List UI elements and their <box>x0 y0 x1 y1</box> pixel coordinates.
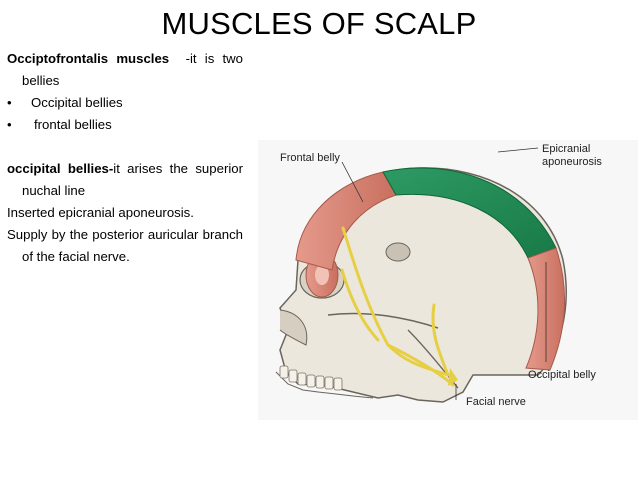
label-epicranial-1: Epicranial <box>542 143 590 155</box>
inserted-paragraph: Inserted epicranial aponeurosis. <box>7 205 194 220</box>
occipital-paragraph: occipital bellies-it arises the superior… <box>7 158 243 202</box>
ear-opening <box>385 242 411 262</box>
nasal-cavity <box>279 309 308 346</box>
skull-diagram: Frontal belly Epicranial aponeurosis Occ… <box>275 143 602 408</box>
bullet-text: frontal bellies <box>34 117 112 132</box>
intro-rest: -it is two bellies <box>22 51 244 88</box>
intro-paragraph: Occiptofrontalis muscles -it is two bell… <box>7 48 243 92</box>
zygomatic-arch <box>327 312 439 329</box>
mandible <box>407 329 459 389</box>
bullet-item: • Occipital bellies <box>7 92 243 114</box>
label-facial-nerve: Facial nerve <box>466 396 526 408</box>
teeth-row <box>275 371 374 399</box>
slide-title: MUSCLES OF SCALP <box>161 6 477 41</box>
occipital-bold: occipital bellies- <box>7 161 114 176</box>
intro-bold: Occiptofrontalis muscles <box>7 51 170 66</box>
leader-line-epicranial <box>497 147 539 153</box>
scalp-muscle-illustration: Frontal belly Epicranial aponeurosis Occ… <box>258 140 638 420</box>
label-frontal-belly: Frontal belly <box>280 152 340 164</box>
teeth-icon <box>279 365 343 391</box>
facial-nerve-path <box>340 226 455 387</box>
bullet-marker: • <box>7 95 12 110</box>
bullet-marker: • <box>7 117 12 132</box>
label-epicranial-2: aponeurosis <box>542 156 602 168</box>
label-occipital-belly: Occipital belly <box>528 369 596 381</box>
slide-body: Occiptofrontalis muscles -it is two bell… <box>7 48 243 268</box>
bullet-text: Occipital bellies <box>31 95 123 110</box>
leader-line-frontal <box>341 161 364 203</box>
bullet-item: • frontal bellies <box>7 114 243 136</box>
occipital-belly-muscle <box>525 247 566 371</box>
occipital-rest: it arises the superior nuchal line <box>22 161 243 198</box>
supply-paragraph: Supply by the posterior auricular branch… <box>7 227 243 264</box>
